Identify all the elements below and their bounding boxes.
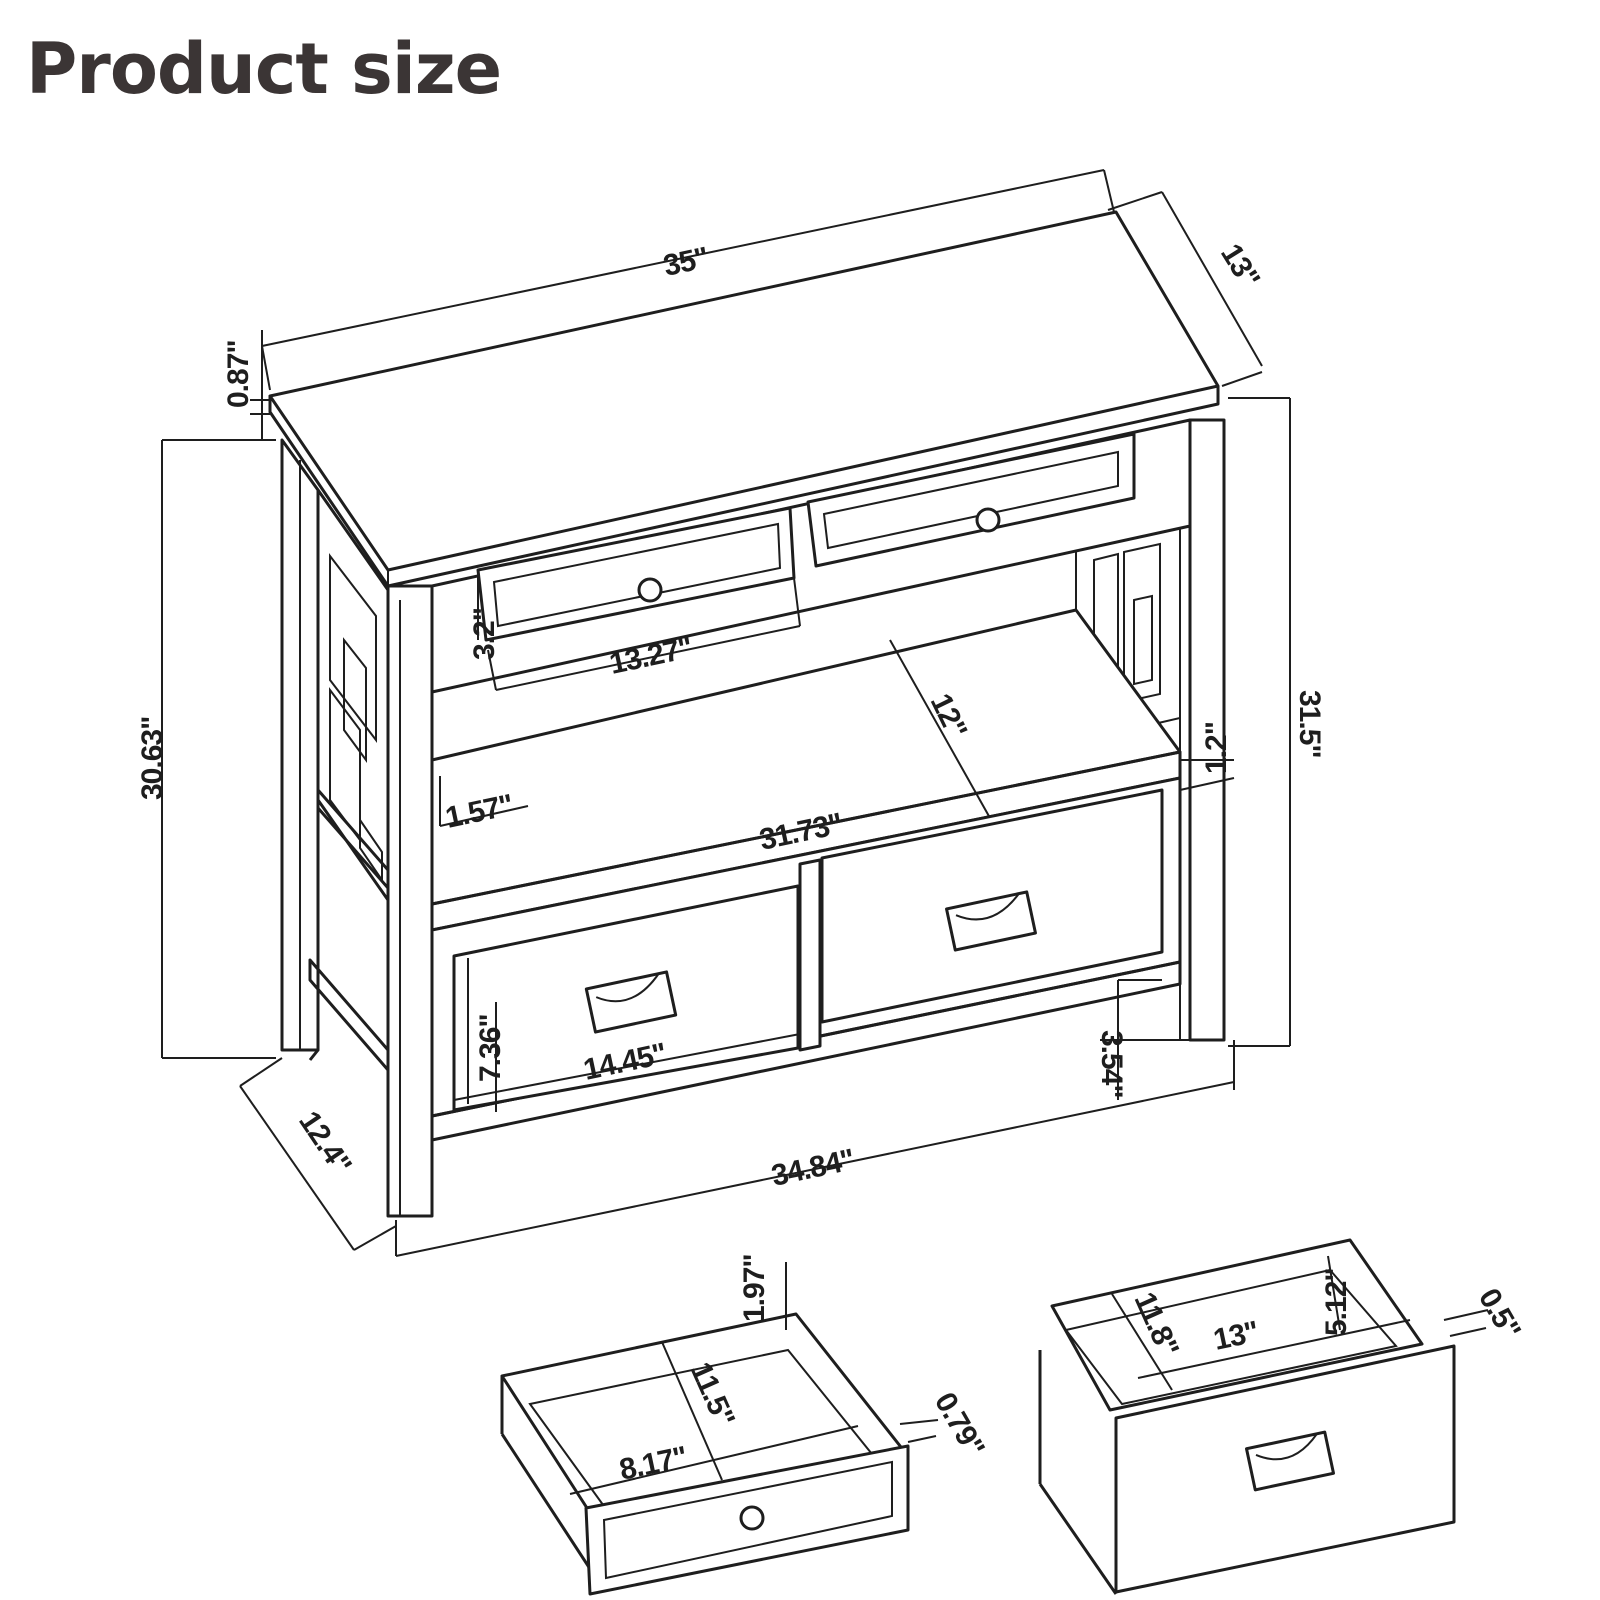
left-side-frame [280,438,434,1218]
total-height-label: 31.5" [1293,690,1326,758]
large-drawer-right [820,788,1164,1024]
top-depth-label: 13" [1214,238,1266,293]
base-depth-label: 12.4" [292,1105,357,1180]
top-width-label: 35" [661,241,711,283]
left-height-label: 30.63" [136,717,169,800]
large-drawer-detail [1038,1238,1489,1595]
base-width-label: 34.84" [769,1143,857,1193]
knob-icon [739,1505,765,1531]
small-front-thickness-label: 0.79" [928,1387,990,1462]
small-drawer-right [806,432,1136,568]
large-front-thickness-label: 0.5" [1472,1283,1527,1344]
large-drawer-left [452,884,800,1112]
leg-clearance-label: 3.54" [1095,1030,1128,1098]
knob-icon [975,507,1001,533]
large-box-height-label: 5.12" [1320,1268,1353,1336]
small-drawer-detail [500,1262,939,1596]
shelf-gap-label: 1.2" [1200,722,1233,774]
knob-icon [637,577,663,603]
large-drawer-height-label: 7.36" [474,1014,507,1082]
top-thickness-label: 0.87" [222,340,255,408]
page-title: Product size [26,28,502,110]
small-drawer-height-label: 3.2" [468,608,501,660]
small-box-height-label: 1.97" [738,1254,771,1322]
base-dimensions [161,397,1291,1257]
right-leg [1075,418,1226,1042]
